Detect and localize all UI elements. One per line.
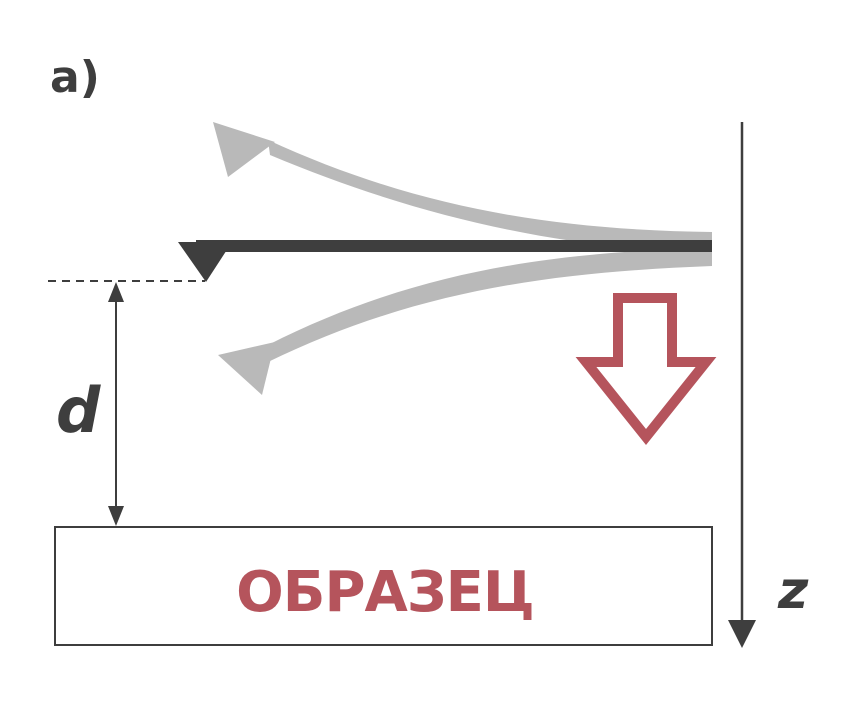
cantilever-main — [178, 240, 712, 282]
cantilever-tip-down-icon — [218, 342, 275, 395]
cantilever-beam-down — [268, 248, 712, 362]
z-axis-label: z — [777, 561, 809, 621]
z-axis-arrow — [728, 122, 756, 648]
cantilever-tip-up-icon — [213, 122, 275, 177]
arrow-down-icon — [728, 620, 756, 648]
hollow-down-arrow-icon — [575, 293, 717, 446]
distance-label: d — [56, 374, 101, 447]
cantilever-tip-main-icon — [178, 242, 232, 282]
cantilever-deflected-up — [213, 122, 712, 254]
arrowhead-down-icon — [108, 506, 124, 526]
sample-block — [54, 526, 713, 646]
panel-label: a) — [50, 52, 100, 103]
cantilever-deflected-down — [218, 248, 712, 395]
sample-label: ОБРАЗЕЦ — [236, 560, 534, 625]
distance-dimension-arrow — [108, 282, 124, 526]
arrowhead-up-icon — [108, 282, 124, 302]
cantilever-beam-main — [196, 240, 712, 252]
cantilever-beam-up — [268, 140, 712, 254]
